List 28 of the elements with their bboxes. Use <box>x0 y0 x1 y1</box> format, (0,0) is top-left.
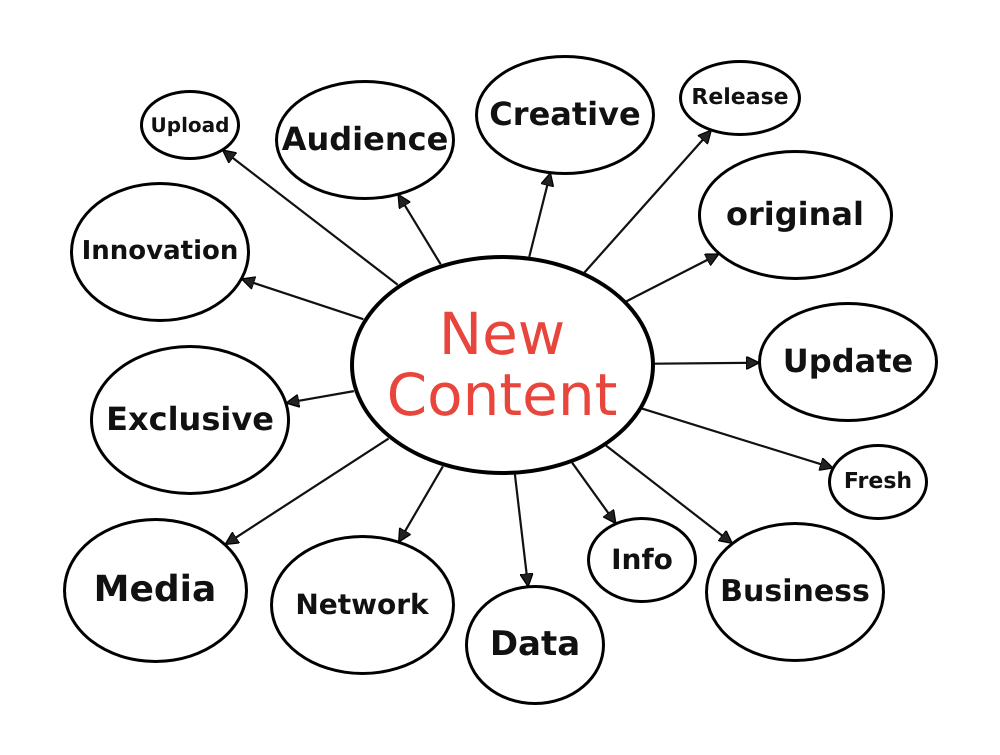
arrow <box>514 474 534 588</box>
node-label: Data <box>488 627 582 663</box>
node-label: New Content <box>386 304 618 426</box>
node-label: Upload <box>150 114 230 136</box>
arrow <box>285 390 354 408</box>
arrow <box>584 130 712 274</box>
arrow <box>626 253 720 302</box>
node-label: Release <box>690 86 790 110</box>
node-label: Fresh <box>842 470 914 494</box>
arrow <box>654 356 760 370</box>
node-label: Audience <box>280 123 450 157</box>
arrow <box>605 444 733 544</box>
node-label: Exclusive <box>105 403 275 437</box>
node-label: Media <box>92 571 218 609</box>
arrow <box>571 462 616 524</box>
arrow <box>224 438 390 546</box>
arrow <box>240 276 364 320</box>
node-label: Creative <box>488 98 642 132</box>
node-label: Innovation <box>80 238 240 266</box>
arrow <box>398 194 442 265</box>
arrow <box>398 466 444 543</box>
node-label: Update <box>782 345 914 379</box>
node-label: Business <box>719 576 871 608</box>
node-label: Info <box>610 545 674 575</box>
arrow <box>222 149 398 286</box>
node-label: original <box>725 198 865 232</box>
arrow <box>528 172 554 258</box>
node-label: Network <box>294 590 430 620</box>
